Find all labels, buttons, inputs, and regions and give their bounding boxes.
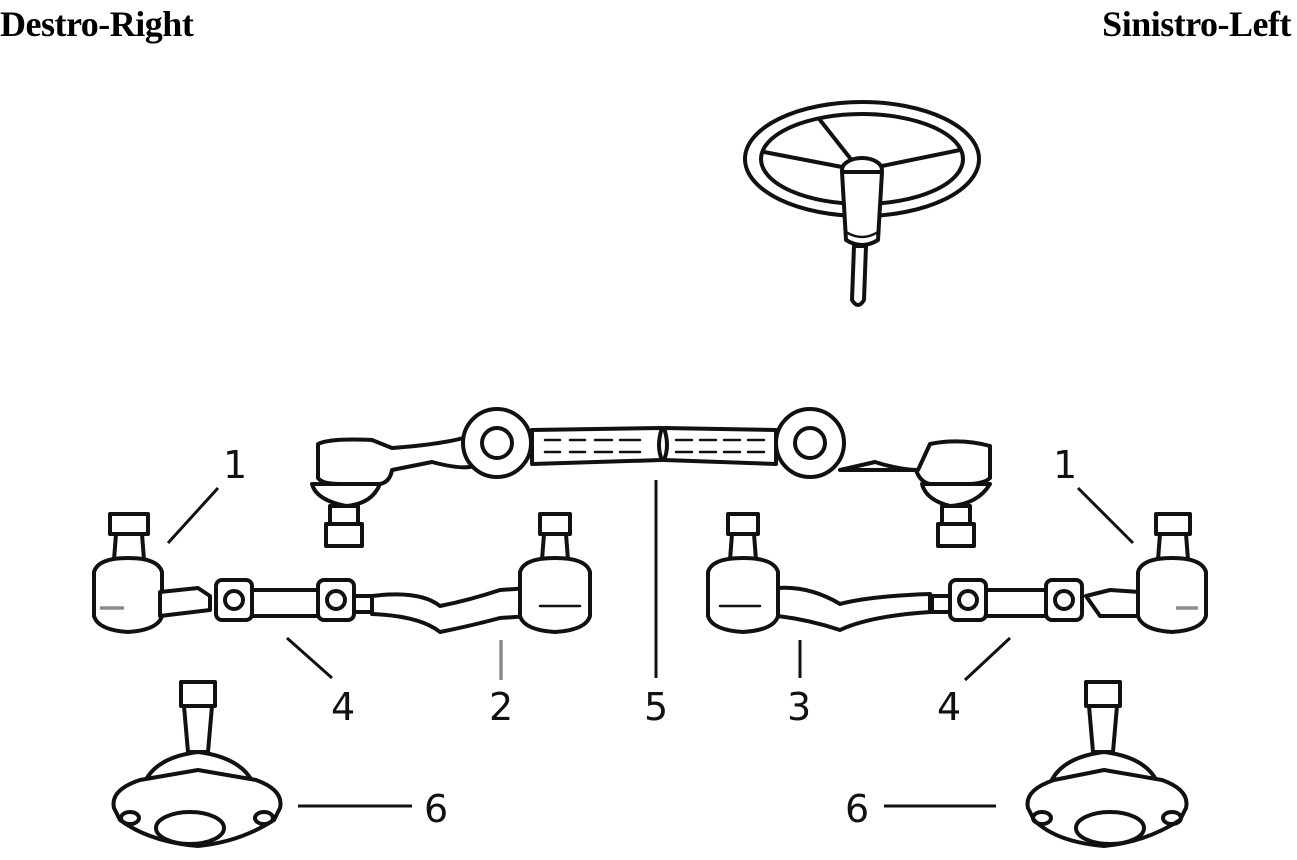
callout-4-left: 4 xyxy=(331,685,355,729)
leader-4-right xyxy=(963,636,1012,682)
steering-wheel-illustration xyxy=(743,100,981,307)
right-tie-rod-assembly-illustration xyxy=(706,512,1208,634)
right-lower-ball-joint-illustration xyxy=(1025,680,1189,848)
leader-4-left xyxy=(286,636,333,680)
leader-1-left xyxy=(166,486,220,545)
callout-5: 5 xyxy=(644,685,668,729)
callout-6-right: 6 xyxy=(845,787,869,831)
sinistro-left-heading: Sinistro-Left xyxy=(1102,4,1291,44)
callout-3: 3 xyxy=(787,685,811,729)
callout-1-left: 1 xyxy=(223,443,247,487)
leader-1-right xyxy=(1076,486,1135,545)
callout-6-left: 6 xyxy=(424,787,448,831)
destro-right-heading: Destro-Right xyxy=(0,4,194,44)
callout-2: 2 xyxy=(489,685,513,729)
left-tie-rod-assembly-illustration xyxy=(92,512,592,634)
left-lower-ball-joint-illustration xyxy=(111,680,283,848)
centre-tie-rod-illustration xyxy=(310,407,992,548)
callout-1-right: 1 xyxy=(1053,443,1077,487)
callout-4-right: 4 xyxy=(937,685,961,729)
leader-lines xyxy=(166,480,1135,808)
